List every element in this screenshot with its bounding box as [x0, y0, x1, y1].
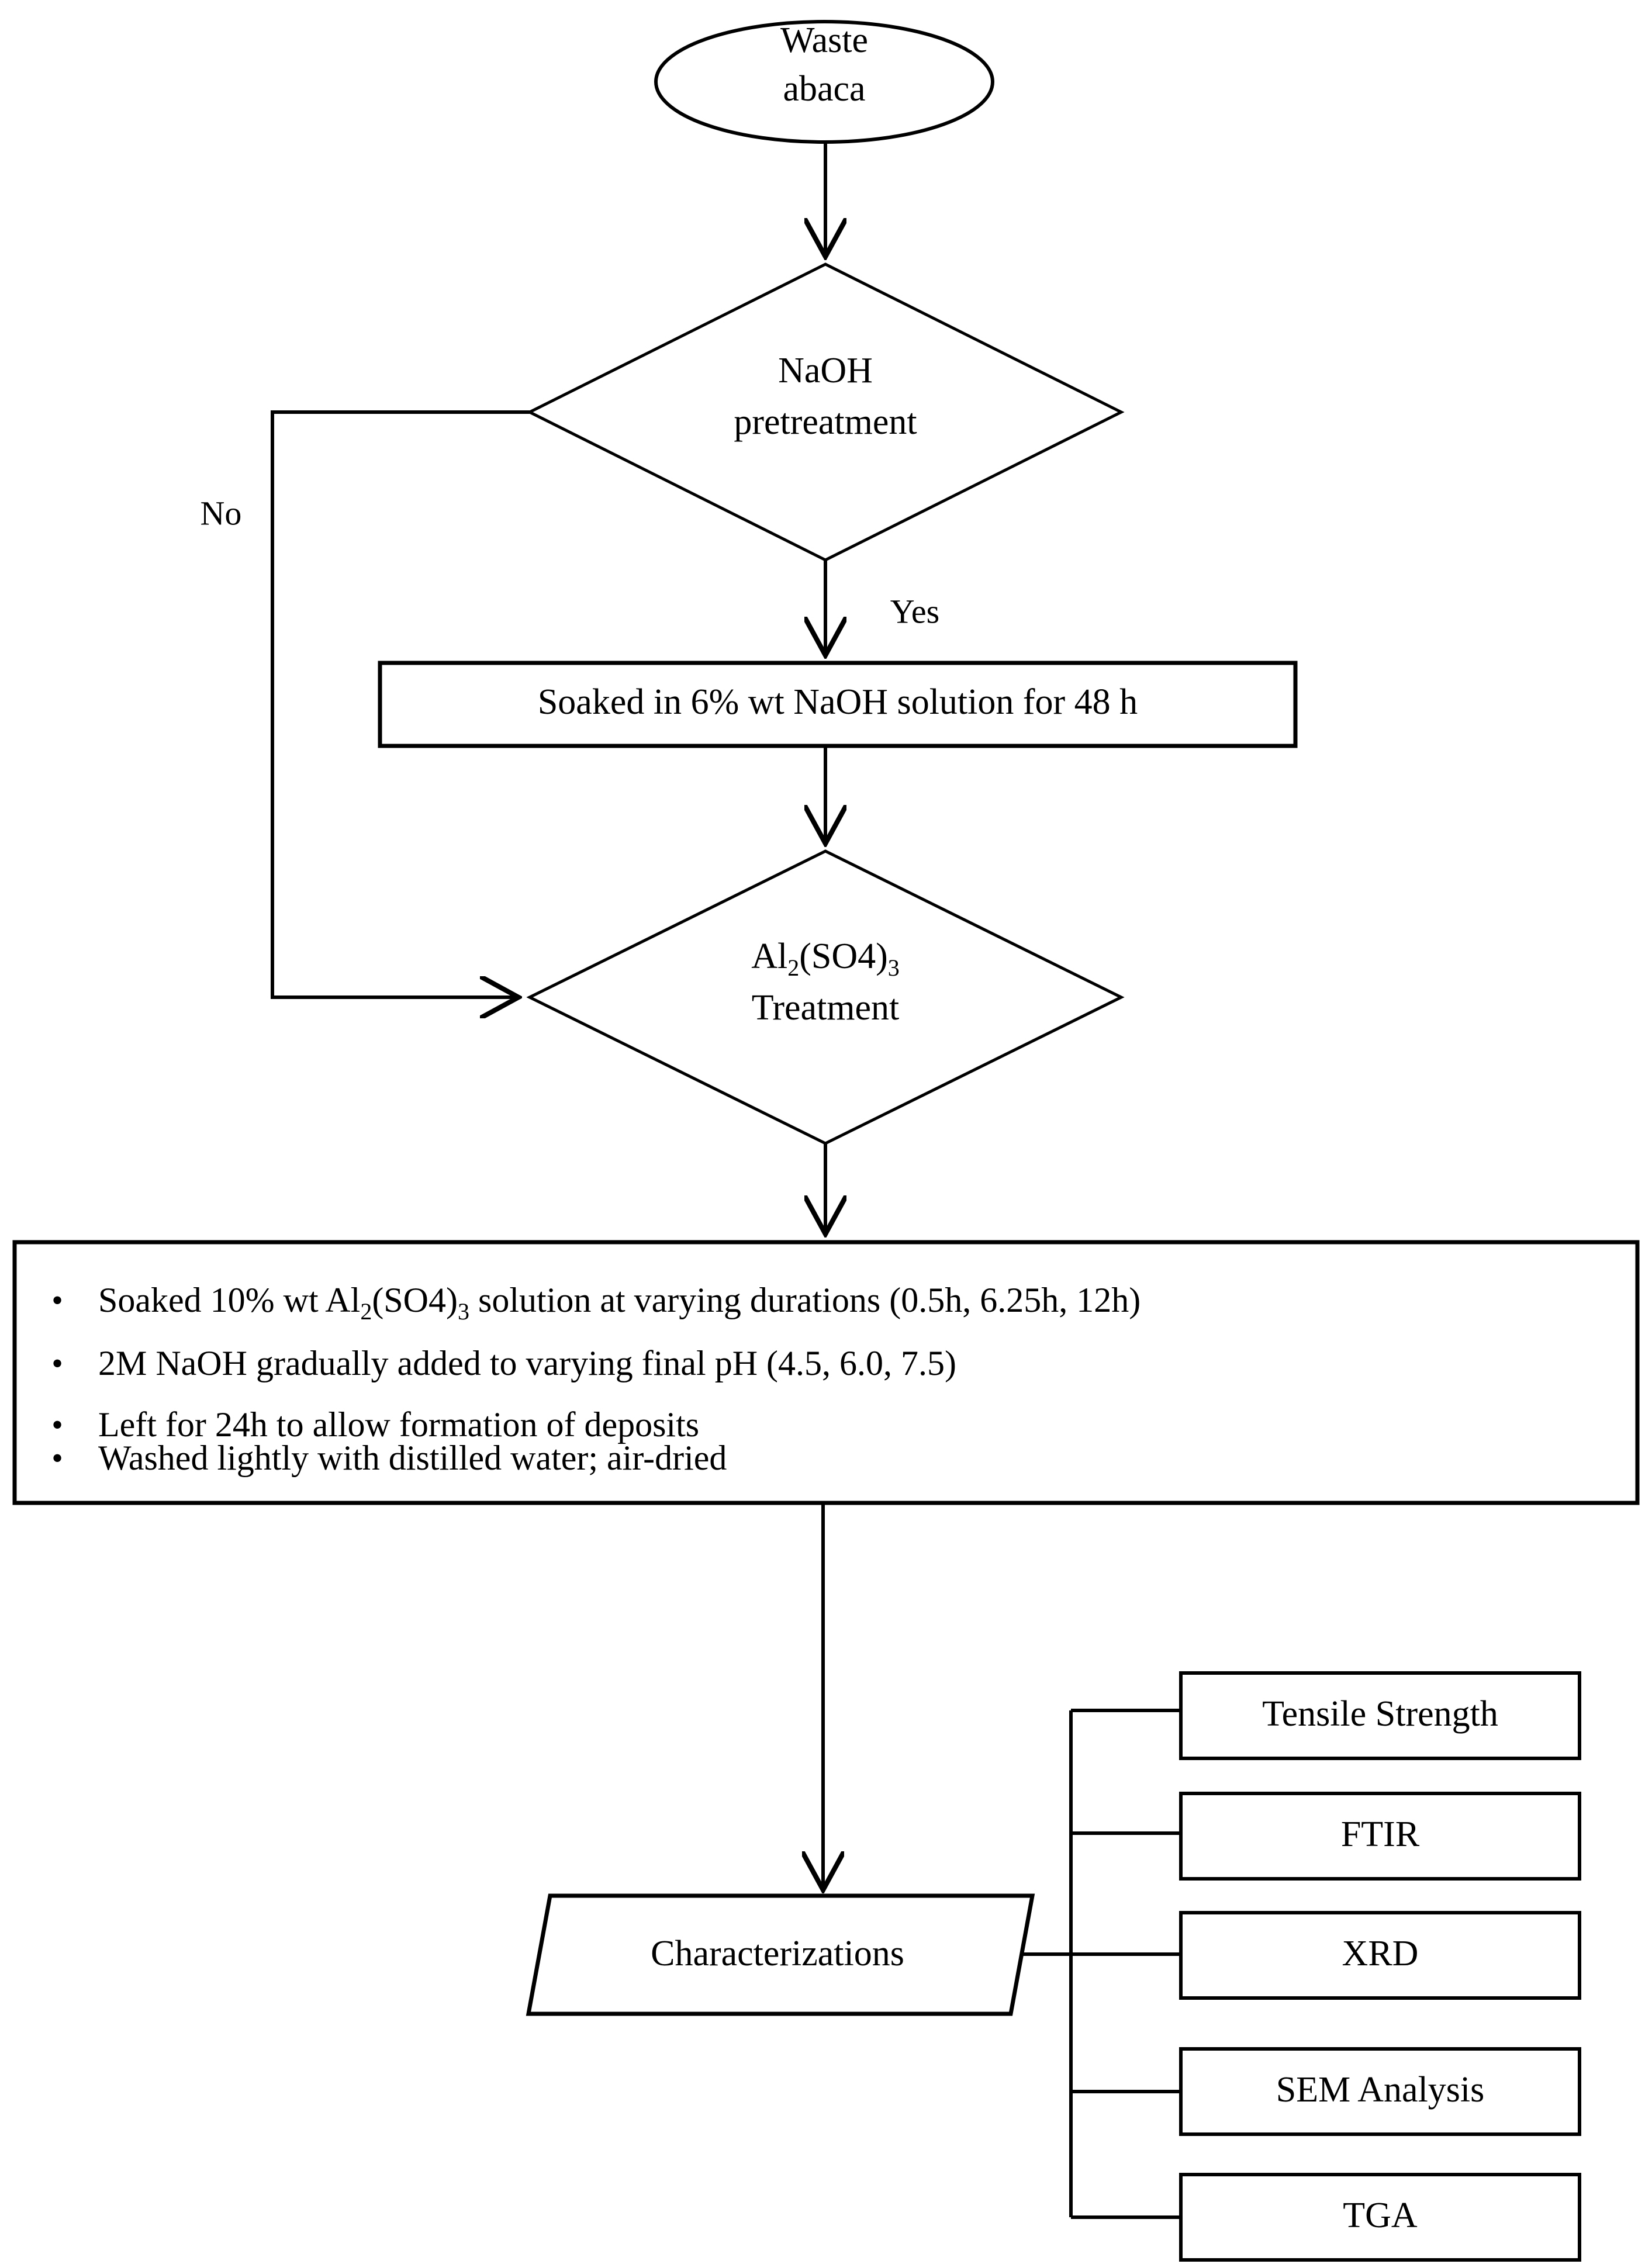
- bullet1-sub2: 2: [360, 1298, 372, 1325]
- bullet1-post: solution at varying durations (0.5h, 6.2…: [469, 1281, 1140, 1319]
- characterization-label-4: TGA: [1343, 2196, 1418, 2235]
- bullet-marker-4: •: [51, 1440, 63, 1477]
- characterizations-label: Characterizations: [651, 1934, 904, 1973]
- characterization-label-2: XRD: [1342, 1934, 1419, 1973]
- node-decision-alum-treatment: Al2(SO4)3 Treatment: [526, 849, 1125, 1145]
- node-characterizations: Characterizations: [526, 1893, 1035, 2016]
- alum-formula-sub2: 2: [787, 955, 799, 981]
- characterization-label-1: FTIR: [1341, 1814, 1420, 1854]
- edge-no-loop: No: [201, 410, 530, 997]
- characterization-box-tga: TGA: [1179, 2173, 1581, 2262]
- node-decision-naoh-pretreatment: NaOH pretreatment: [526, 262, 1125, 562]
- characterization-label-0: Tensile Strength: [1262, 1694, 1498, 1734]
- bullet-label-1: Soaked 10% wt Al2(SO4)3 solution at vary…: [98, 1281, 1140, 1325]
- characterization-label-3: SEM Analysis: [1276, 2070, 1485, 2110]
- naoh-label-line2: pretreatment: [734, 402, 917, 442]
- characterization-box-xrd: XRD: [1179, 1911, 1581, 2000]
- alum-label-line1: Al2(SO4)3: [751, 936, 900, 981]
- edge-yes-to-soak: Yes: [825, 560, 939, 654]
- bullet-marker-1: •: [51, 1283, 63, 1319]
- node-process-soak-naoh: Soaked in 6% wt NaOH solution for 48 h: [378, 661, 1298, 748]
- edge-label-no: No: [201, 494, 242, 532]
- bullet-marker-2: •: [51, 1346, 63, 1382]
- characterization-box-sem-analysis: SEM Analysis: [1179, 2047, 1581, 2136]
- node-start-waste-abaca: Waste abaca: [654, 20, 994, 144]
- node-process-bullets: • Soaked 10% wt Al2(SO4)3 solution at va…: [12, 1240, 1640, 1505]
- characterization-box-tensile-strength: Tensile Strength: [1179, 1671, 1581, 1760]
- edge-label-yes: Yes: [890, 592, 939, 630]
- naoh-label-line1: NaOH: [778, 351, 873, 390]
- bullet-label-3: Left for 24h to allow formation of depos…: [98, 1405, 699, 1444]
- bullet-label-2: 2M NaOH gradually added to varying final…: [98, 1344, 956, 1382]
- bullet1-sub3: 3: [458, 1298, 469, 1325]
- start-label-line2: abaca: [783, 69, 865, 109]
- bullet1-mid: (SO4): [372, 1281, 458, 1319]
- characterization-box-ftir: FTIR: [1179, 1792, 1581, 1881]
- bullet-marker-3: •: [51, 1407, 63, 1443]
- soak-naoh-label: Soaked in 6% wt NaOH solution for 48 h: [538, 682, 1138, 722]
- alum-formula-al: Al: [751, 936, 787, 976]
- bullet1-pre: Soaked 10% wt Al: [98, 1281, 360, 1319]
- characterization-connector-tree: [1022, 1709, 1181, 2219]
- alum-formula-so4: (SO4): [799, 936, 888, 976]
- alum-formula-sub3: 3: [888, 955, 900, 981]
- alum-label-line2: Treatment: [752, 988, 900, 1028]
- bullet-label-4: Washed lightly with distilled water; air…: [98, 1439, 727, 1477]
- start-label-line1: Waste: [780, 20, 868, 60]
